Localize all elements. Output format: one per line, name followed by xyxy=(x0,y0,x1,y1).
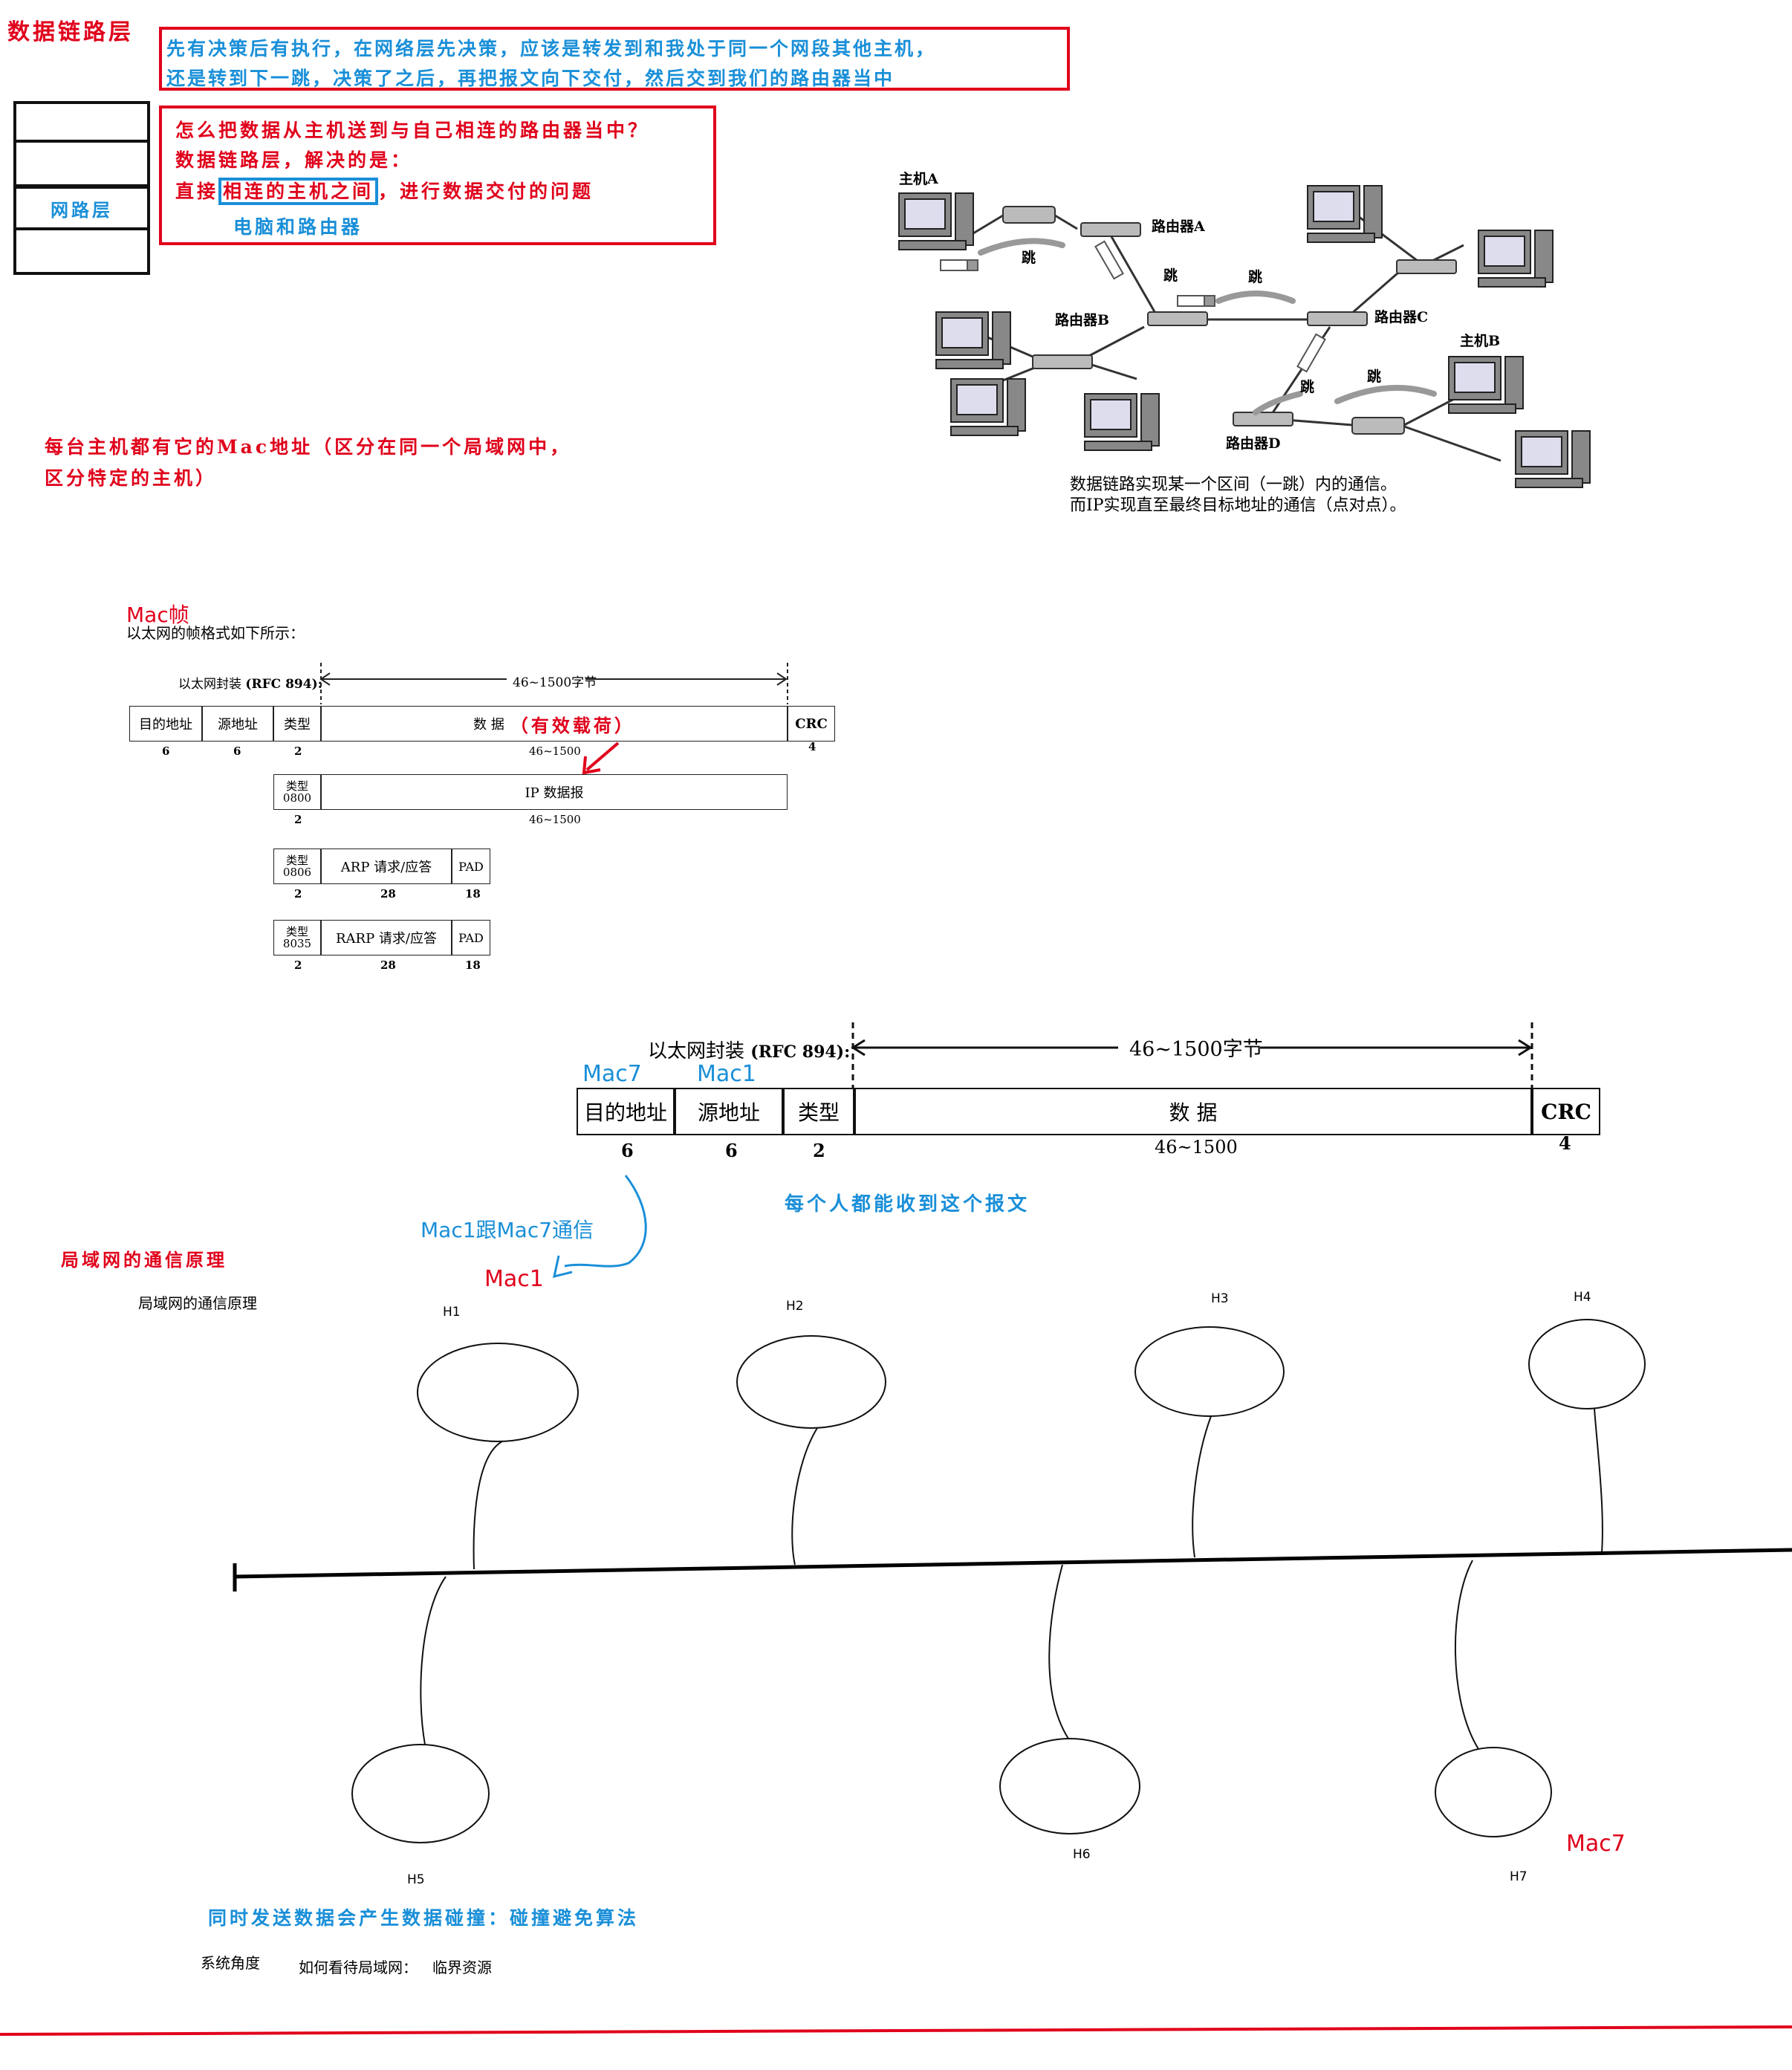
frame-cell-dst: 目的地址 xyxy=(129,706,202,742)
large-mac7: Mac7 xyxy=(582,1061,642,1087)
rarp-cell-data: RARP 请求/应答 xyxy=(321,920,452,955)
large-cell-dst: 目的地址 xyxy=(577,1088,675,1135)
ip-num-data: 46~1500 xyxy=(529,813,581,826)
large-cell-type: 类型 xyxy=(783,1088,854,1135)
note-mac1-mac7: Mac1跟Mac7通信 xyxy=(421,1218,594,1242)
host-h1: H1 xyxy=(443,1305,461,1320)
label-router-c: 路由器C xyxy=(1374,309,1429,325)
mac-note-line1: 每台主机都有它的Mac地址（区分在同一个局域网中， xyxy=(45,436,572,458)
frame-cell-type: 类型 xyxy=(273,706,321,742)
large-num-crc: 4 xyxy=(1559,1132,1571,1154)
mac-note-line2: 区分特定的主机） xyxy=(45,467,218,489)
large-encap: 以太网封装 (RFC 894): xyxy=(648,1040,851,1062)
label-host-a: 主机A xyxy=(899,171,938,187)
lan-mac7: Mac7 xyxy=(1566,1831,1626,1857)
diagram-caption-1: 数据链路实现某一个区间（一跳）内的通信。 xyxy=(1070,476,1397,494)
host-h5: H5 xyxy=(407,1872,425,1887)
note-mac1-red: Mac1 xyxy=(484,1266,544,1292)
large-num-type: 2 xyxy=(813,1140,825,1161)
ip-cell-data: IP 数据报 xyxy=(321,774,788,810)
large-mac1: Mac1 xyxy=(697,1061,756,1087)
line3-highlight: 相连的主机之间 xyxy=(218,178,379,205)
note-question-box: 怎么把数据从主机送到与自己相连的路由器当中？ 数据链路层，解决的是： 直接相连的… xyxy=(159,106,716,245)
payload-note: （有效载荷） xyxy=(510,714,635,736)
note-top-line2: 还是转到下一跳，决策了之后，再把报文向下交付，然后交到我们的路由器当中 xyxy=(166,68,895,89)
network-diagram-svg xyxy=(898,185,1591,488)
large-num-src: 6 xyxy=(725,1140,738,1161)
host-h3: H3 xyxy=(1211,1291,1229,1306)
frame-cell-data: 数 据（有效载荷） xyxy=(321,706,788,742)
arp-num-type: 2 xyxy=(294,887,302,901)
layer-box-2 xyxy=(13,143,150,187)
large-num-dst: 6 xyxy=(621,1140,634,1161)
label-host-b: 主机B xyxy=(1460,333,1501,349)
note-top-line1: 先有决策后有执行，在网络层先决策，应该是转发到和我处于同一个网段其他主机， xyxy=(166,38,937,59)
label-hop-3: 跳 xyxy=(1248,269,1263,285)
arp-num-data: 28 xyxy=(380,887,396,901)
mac-frame-intro: 以太网的帧格式如下所示： xyxy=(126,624,305,642)
label-hop-4: 跳 xyxy=(1300,379,1315,395)
large-length-label: 46~1500字节 xyxy=(1129,1038,1263,1061)
lan-title-black: 局域网的通信原理 xyxy=(138,1294,257,1312)
large-cell-data: 数 据 xyxy=(854,1088,1532,1135)
host-h6: H6 xyxy=(1073,1847,1091,1862)
how-view: 如何看待局域网： xyxy=(299,1959,418,1976)
rarp-cell-pad: PAD xyxy=(452,920,490,955)
rarp-num-data: 28 xyxy=(380,958,396,972)
note-all-receive: 每个人都能收到这个报文 xyxy=(785,1193,1030,1216)
large-cell-crc: CRC xyxy=(1532,1088,1600,1135)
frame-cell-crc: CRC xyxy=(788,706,835,742)
frame-length-label: 46~1500字节 xyxy=(513,675,597,690)
host-h2: H2 xyxy=(786,1299,804,1314)
note-question-line1: 怎么把数据从主机送到与自己相连的路由器当中？ xyxy=(175,120,650,141)
frame-num-type: 2 xyxy=(294,744,302,758)
large-cell-src: 源地址 xyxy=(675,1088,783,1135)
line3-suffix: ，进行数据交付的问题 xyxy=(378,181,594,202)
large-num-data: 46~1500 xyxy=(1155,1137,1238,1158)
label-router-d: 路由器D xyxy=(1226,435,1281,452)
line3-prefix: 直接 xyxy=(175,181,219,202)
network-diagram: 主机A 路由器A 路由器B 路由器C 路由器D 主机B 跳 跳 跳 跳 跳 数据… xyxy=(884,163,1627,520)
label-hop-1: 跳 xyxy=(1022,250,1036,266)
layer-box-network: 网路层 xyxy=(13,186,150,230)
frame-num-data: 46~1500 xyxy=(529,744,581,758)
frame-num-dst: 6 xyxy=(162,744,170,758)
mac-frame-title: Mac帧 xyxy=(126,603,189,627)
note-question-line4: 电脑和路由器 xyxy=(233,216,363,238)
frame-encap: 以太网封装 (RFC 894): xyxy=(178,677,322,692)
section-title: 数据链路层 xyxy=(7,19,134,45)
label-router-b: 路由器B xyxy=(1055,312,1110,328)
system-view: 系统角度 xyxy=(201,1954,260,1972)
frame-cell-src: 源地址 xyxy=(202,706,273,742)
host-h7: H7 xyxy=(1510,1869,1528,1884)
layer-network-label: 网路层 xyxy=(51,198,113,221)
label-router-a: 路由器A xyxy=(1152,218,1205,235)
frame-num-crc: 4 xyxy=(808,740,817,753)
label-hop-5: 跳 xyxy=(1367,369,1382,385)
critical-resource: 临界资源 xyxy=(432,1959,492,1976)
ip-num-type: 2 xyxy=(294,813,302,826)
arp-cell-data: ARP 请求/应答 xyxy=(321,849,452,884)
lan-title-red: 局域网的通信原理 xyxy=(61,1249,227,1271)
layer-box-4 xyxy=(13,227,150,275)
arp-num-pad: 18 xyxy=(465,887,481,901)
note-question-line3: 直接相连的主机之间，进行数据交付的问题 xyxy=(175,177,594,205)
arp-cell-pad: PAD xyxy=(452,849,490,884)
collision-note: 同时发送数据会产生数据碰撞：碰撞避免算法 xyxy=(208,1907,640,1929)
note-top-box: 先有决策后有执行，在网络层先决策，应该是转发到和我处于同一个网段其他主机， 还是… xyxy=(159,27,1070,91)
note-question-line2: 数据链路层，解决的是： xyxy=(175,149,413,171)
label-hop-2: 跳 xyxy=(1163,267,1178,284)
layer-box-1 xyxy=(13,101,150,143)
rarp-num-type: 2 xyxy=(294,958,302,972)
frame-num-src: 6 xyxy=(233,744,241,758)
host-h4: H4 xyxy=(1574,1290,1591,1305)
rarp-num-pad: 18 xyxy=(465,958,481,972)
diagram-caption-2: 而IP实现直至最终目标地址的通信（点对点）。 xyxy=(1070,496,1406,515)
